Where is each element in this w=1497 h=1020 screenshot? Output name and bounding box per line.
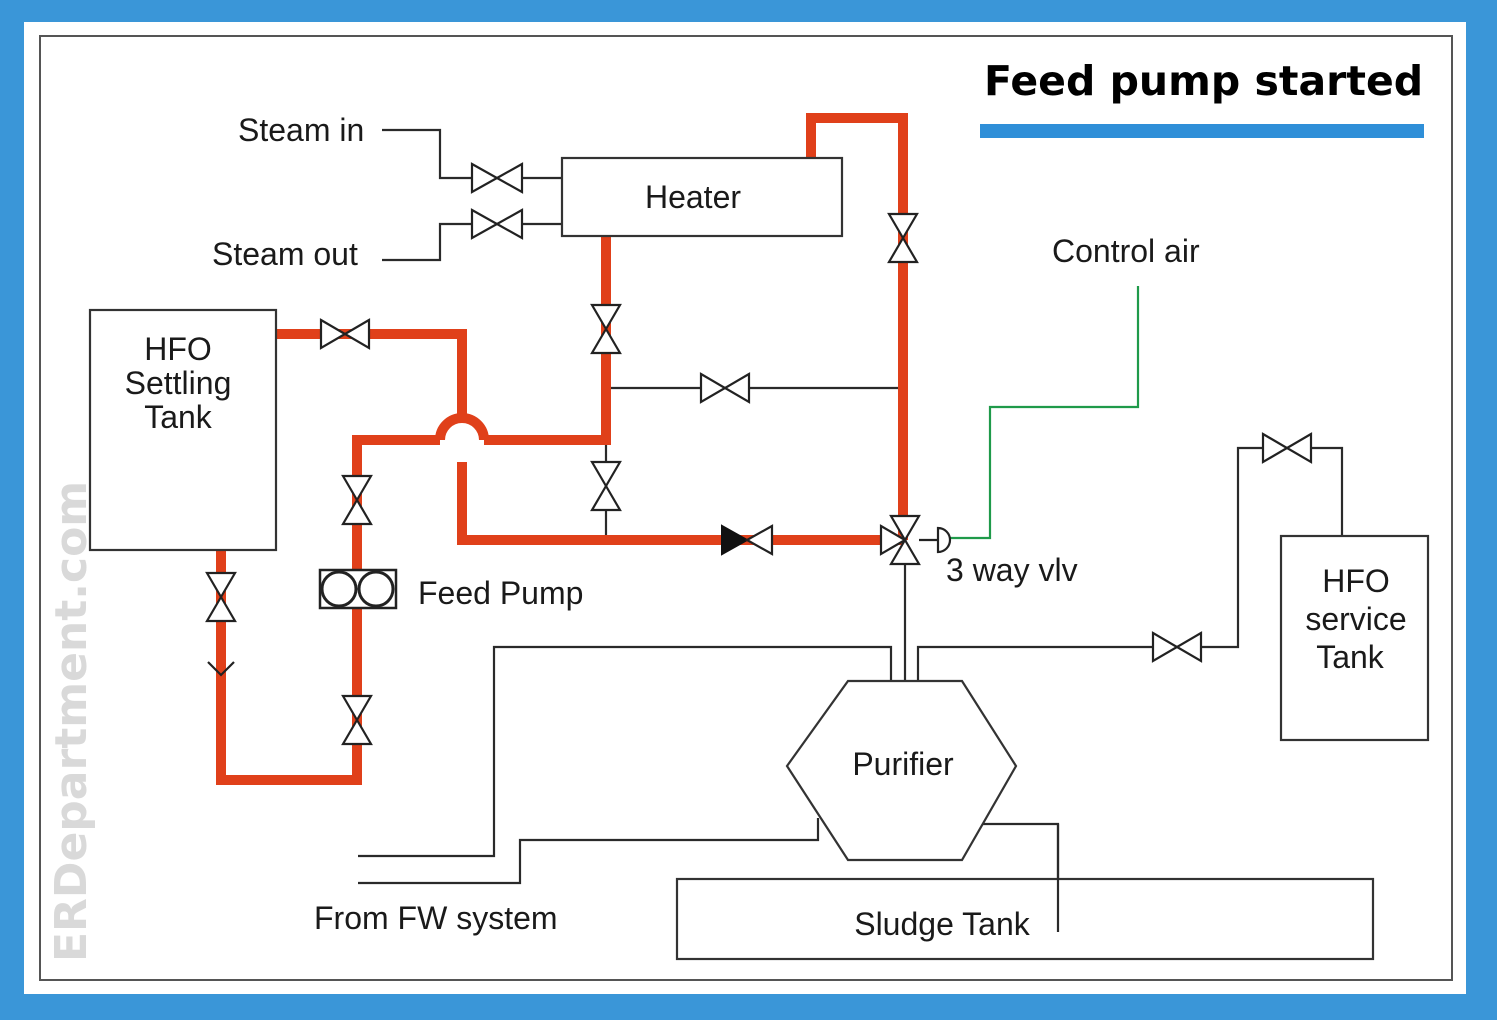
feed-pump [318, 568, 398, 610]
three-way-valve [879, 514, 952, 566]
heater-inlet-valve [590, 303, 622, 355]
settling-tank-label-3: Tank [144, 399, 213, 435]
settling-tank-label-2: Settling [125, 365, 232, 401]
steam-in-label: Steam in [238, 112, 364, 148]
service-tank [1279, 534, 1430, 742]
control-air-line [948, 286, 1140, 540]
sludge-tank-label: Sludge Tank [854, 906, 1031, 942]
steam-in-valve [470, 162, 524, 194]
heater-bypass-lower-valve [590, 460, 622, 512]
heater-outlet-valve [887, 212, 919, 264]
watermark: ERDepartment.com [46, 481, 97, 962]
service-tank-label-3: Tank [1316, 639, 1385, 675]
heater-box [560, 156, 844, 238]
diagram-frame [39, 35, 1453, 981]
sludge-tank [675, 877, 1375, 961]
pump-discharge-valve [341, 474, 373, 526]
heater-bypass-valve [699, 372, 751, 404]
title-underline [980, 124, 1424, 138]
settling-tank-label-1: HFO [144, 331, 212, 367]
control-air-label: Control air [1052, 233, 1200, 269]
purifier [785, 679, 1018, 862]
service-tank-valve-bottom [1151, 631, 1203, 663]
service-tank-label-1: HFO [1322, 563, 1390, 599]
from-fw-system-label: From FW system [314, 900, 558, 936]
settling-tank [88, 308, 278, 552]
non-return-valve [721, 524, 774, 556]
heater-label: Heater [645, 179, 741, 215]
three-way-valve-label: 3 way vlv [946, 552, 1078, 588]
pump-suction-valve [341, 694, 373, 746]
settling-outlet-valve [319, 318, 371, 350]
purifier-label: Purifier [852, 746, 954, 782]
service-tank-label-2: service [1305, 601, 1406, 637]
steam-out-valve [470, 208, 524, 240]
feed-pump-label: Feed Pump [418, 575, 583, 611]
steam-out-label: Steam out [212, 236, 358, 272]
service-tank-valve-top [1261, 432, 1313, 464]
settling-drain-valve [205, 571, 237, 677]
diagram-title: Feed pump started [984, 57, 1423, 105]
